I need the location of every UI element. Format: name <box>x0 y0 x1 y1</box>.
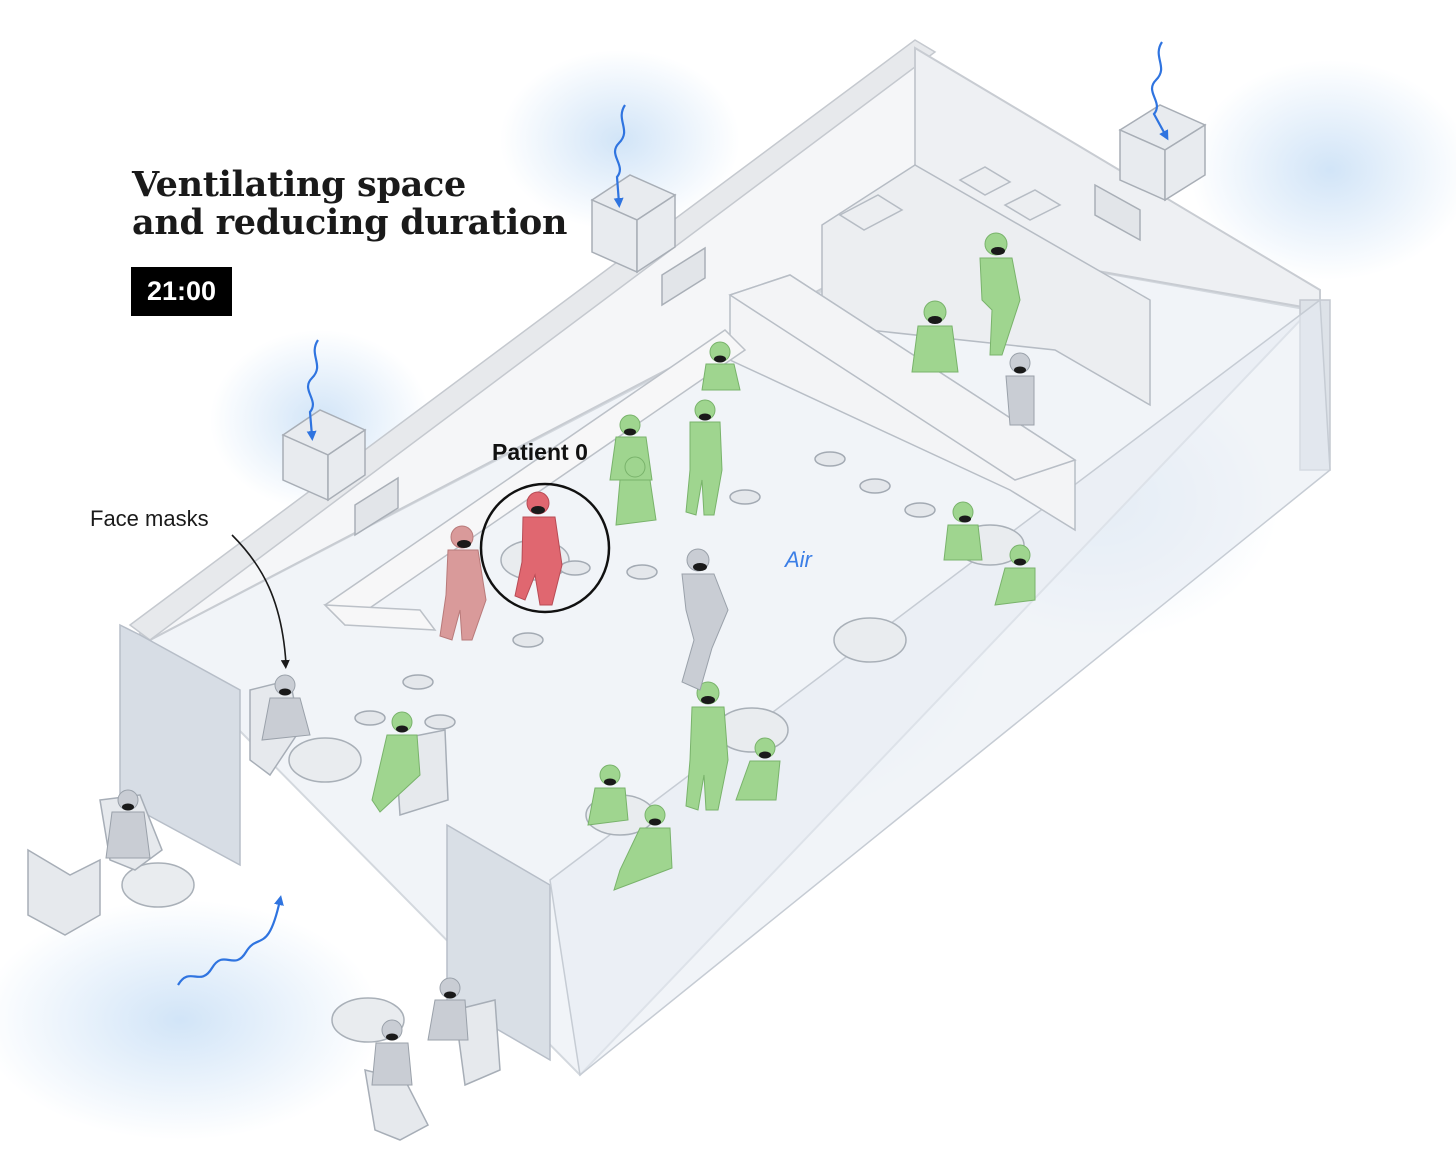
wall-vents <box>354 183 1141 537</box>
person-icon <box>105 352 1035 1086</box>
people <box>105 232 1036 1086</box>
ventilation-unit-icon <box>281 104 1207 502</box>
face-mask-icon <box>531 506 545 514</box>
left-door <box>119 623 241 867</box>
title-line-1: Ventilating space <box>132 164 466 205</box>
patient-zero-label: Patient 0 <box>492 439 588 465</box>
diagram-title: Ventilating space and reducing duration <box>132 166 567 242</box>
title-line-2: and reducing duration <box>132 202 568 243</box>
face-mask-pointer <box>231 534 290 669</box>
air-label: Air <box>785 547 812 572</box>
air-inflow-arrow-icon <box>177 41 1169 986</box>
time-badge: 21:00 <box>131 267 232 316</box>
front-door <box>446 823 551 1062</box>
patient-zero-highlight-ring <box>479 482 611 614</box>
person-icon <box>439 525 487 641</box>
face-masks-label: Face masks <box>90 506 209 531</box>
stools <box>354 451 936 730</box>
wall-ledge <box>323 329 747 631</box>
person-icon <box>371 232 1036 891</box>
